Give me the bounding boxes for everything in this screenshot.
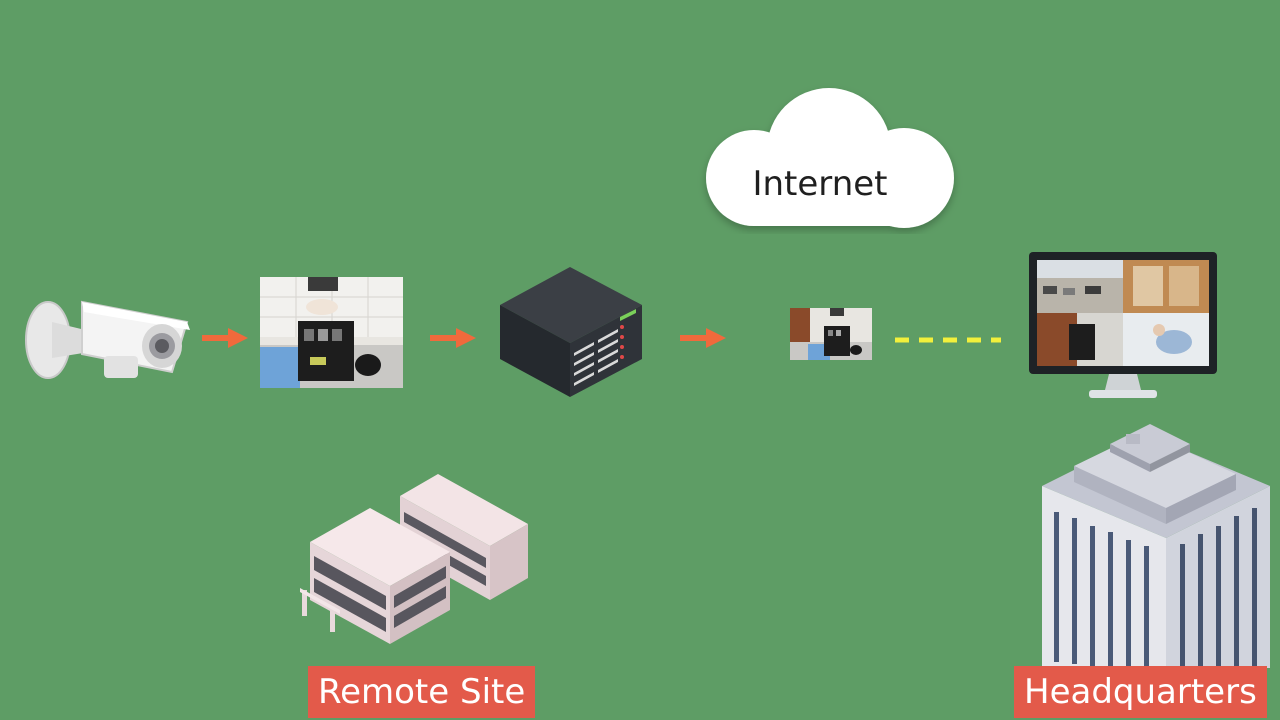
video-feed-thumbnail [260,277,403,388]
cloud-label: Internet [752,164,888,204]
remote-site-label: Remote Site [308,666,536,718]
remote-site-building-icon [300,460,532,652]
cloud-icon [684,78,970,234]
flow-arrow [202,328,248,348]
security-camera-icon [22,282,192,382]
monitor-icon [1029,252,1217,402]
recorder-server-icon [498,265,644,399]
video-stream-thumbnail [790,308,872,360]
flow-arrow [680,328,726,348]
headquarters-tower-icon [1040,412,1272,668]
flow-arrow [430,328,476,348]
headquarters-label: Headquarters [1014,666,1267,718]
dashed-connection-line [895,336,1001,344]
